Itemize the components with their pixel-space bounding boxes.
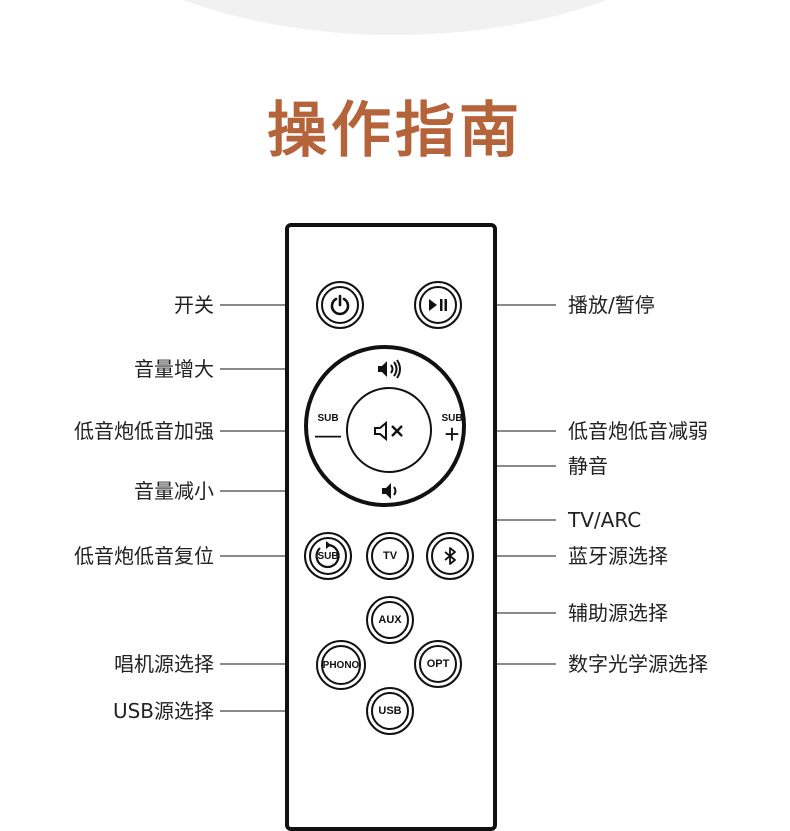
bluetooth-icon xyxy=(444,547,456,565)
sub-up-text: SUB xyxy=(441,413,463,424)
sub-reset-button[interactable]: SUB xyxy=(304,532,352,580)
label-sub-down: 低音炮低音加强 xyxy=(74,419,214,443)
tv-arc-button[interactable]: TV xyxy=(366,532,414,580)
sub-down-button[interactable]: SUB — xyxy=(315,413,341,449)
usb-button[interactable]: USB xyxy=(366,687,414,735)
phono-button-label: PHONO xyxy=(322,659,360,671)
label-opt: 数字光学源选择 xyxy=(568,652,708,676)
opt-button-label: OPT xyxy=(426,658,450,670)
label-sub-up: 低音炮低音减弱 xyxy=(568,419,708,443)
label-volume-up: 音量增大 xyxy=(134,357,214,381)
aux-button-label: AUX xyxy=(378,614,402,626)
play-pause-button[interactable] xyxy=(414,281,462,329)
aux-button[interactable]: AUX xyxy=(366,596,414,644)
mute-icon xyxy=(374,420,403,442)
mute-button[interactable] xyxy=(346,387,432,473)
volume-up-icon[interactable] xyxy=(376,359,404,379)
sub-down-text: SUB xyxy=(317,413,339,424)
label-play-pause: 播放/暂停 xyxy=(568,293,655,317)
label-tv-arc: TV/ARC xyxy=(568,508,642,532)
label-mute: 静音 xyxy=(568,454,608,478)
usb-button-label: USB xyxy=(378,705,402,717)
power-button[interactable] xyxy=(316,281,364,329)
label-aux: 辅助源选择 xyxy=(568,601,668,625)
label-bluetooth: 蓝牙源选择 xyxy=(568,544,668,568)
label-power: 开关 xyxy=(174,293,214,317)
label-volume-down: 音量减小 xyxy=(134,479,214,503)
power-icon xyxy=(330,294,350,316)
play-pause-icon xyxy=(429,299,447,311)
sub-reset-icon xyxy=(315,541,340,569)
volume-down-icon[interactable] xyxy=(380,482,400,500)
page-title: 操作指南 xyxy=(267,96,523,166)
phono-button[interactable]: PHONO xyxy=(316,640,366,690)
sub-reset-label: SUB xyxy=(317,550,339,562)
opt-button[interactable]: OPT xyxy=(414,640,462,688)
sub-up-button[interactable]: SUB + xyxy=(440,413,464,449)
sub-up-sign: + xyxy=(444,419,460,449)
remote-control-body xyxy=(285,223,497,831)
label-phono: 唱机源选择 xyxy=(114,652,214,676)
label-sub-reset: 低音炮低音复位 xyxy=(74,544,214,568)
volume-ring[interactable] xyxy=(304,345,466,507)
bluetooth-button[interactable] xyxy=(426,532,474,580)
tv-button-label: TV xyxy=(382,550,398,562)
sub-down-sign: — xyxy=(315,419,341,449)
label-usb: USB源选择 xyxy=(112,699,214,723)
